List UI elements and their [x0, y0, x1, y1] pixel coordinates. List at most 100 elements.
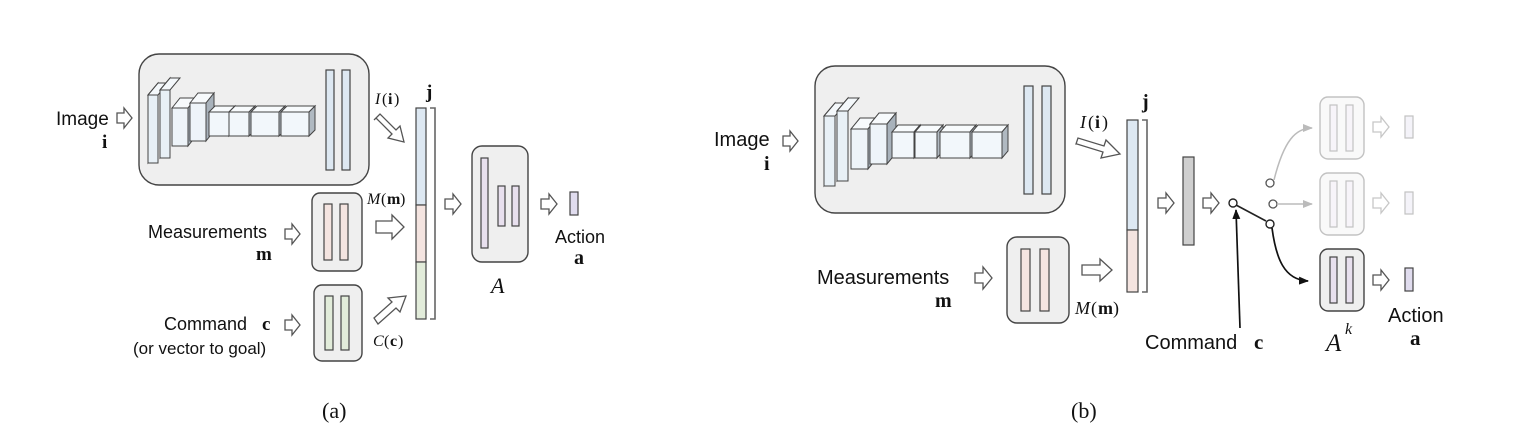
- action-output-symbol: a: [574, 247, 584, 269]
- conv-layer: [835, 96, 861, 183]
- active-branch-connector: [1271, 227, 1309, 285]
- image-feature-fn: I: [1079, 112, 1087, 132]
- shared-to-switch-arrow: [1202, 191, 1220, 215]
- fc-layer: [341, 69, 351, 171]
- panel-a: Image i: [56, 53, 605, 423]
- image-input-label: Image: [56, 109, 109, 130]
- command-input-arrow: [284, 313, 301, 337]
- measurements-module: [1006, 236, 1070, 324]
- conv-layer: [913, 123, 945, 160]
- command-input-symbol: c: [262, 314, 270, 335]
- action-output-vector: [569, 191, 579, 216]
- measurements-input-symbol: m: [935, 290, 952, 312]
- branch-layer: [1329, 104, 1338, 152]
- command-feature-arrow: [373, 295, 407, 325]
- conv-layer: [158, 76, 182, 160]
- command-arrow: [1232, 209, 1241, 329]
- branch-output-vector: [1404, 115, 1414, 139]
- command-input-label: Command: [164, 314, 247, 334]
- branch-output-vector: [1404, 267, 1414, 292]
- measurements-feature-arrow: [375, 213, 405, 241]
- command-feature-label: C ( c ): [373, 333, 403, 350]
- image-feature-arg: i: [1095, 112, 1100, 132]
- command-input-label: Command: [1145, 332, 1237, 354]
- inactive-branch: [1319, 96, 1414, 160]
- conv-layer: [146, 81, 170, 165]
- command-input-note: (or vector to goal): [133, 339, 266, 358]
- measurements-layer: [1039, 248, 1050, 312]
- image-feature-label: I ( i ): [1079, 112, 1108, 133]
- caption-a: (a): [322, 398, 346, 423]
- measurements-feature-fn: M: [1074, 298, 1091, 318]
- measurements-input-label: Measurements: [817, 267, 949, 289]
- branch-module: [1319, 248, 1365, 312]
- switch-blade: [1235, 204, 1267, 222]
- branch-output-arrow: [1372, 268, 1390, 292]
- measurements-layer: [323, 203, 333, 261]
- command-switch: [1228, 178, 1278, 229]
- image-feature-arrow: [1075, 137, 1122, 159]
- measurements-feature-arg: m: [387, 191, 401, 208]
- measurements-feature-open-paren: (: [1091, 298, 1097, 319]
- conv-layer: [938, 123, 978, 160]
- joint-measurement-segment: [1126, 229, 1139, 293]
- branch-layer: [1345, 104, 1354, 152]
- joint-to-shared-arrow: [1157, 191, 1175, 215]
- measurements-input-symbol: m: [256, 244, 272, 265]
- command-layer: [340, 295, 350, 351]
- command-feature-open-paren: (: [384, 333, 389, 350]
- joint-label: j: [425, 82, 432, 103]
- branch-output-arrow: [1372, 191, 1390, 215]
- command-module: [313, 284, 363, 362]
- image-feature-label: I ( i ): [374, 91, 399, 108]
- action-output-symbol: a: [1410, 326, 1421, 350]
- image-feature-arg: i: [388, 91, 393, 108]
- joint-label: j: [1141, 91, 1149, 113]
- inactive-branch: [1319, 172, 1414, 236]
- image-feature-close-paren: ): [1102, 112, 1108, 133]
- measurements-feature-close-paren: ): [400, 191, 405, 208]
- switch-contact-1: [1265, 178, 1275, 188]
- branch-layer: [1329, 180, 1338, 228]
- cnn-layers: [822, 96, 1010, 188]
- branch-layer: [1345, 180, 1354, 228]
- active-branch: [1319, 248, 1414, 312]
- joint-bracket: [430, 107, 436, 320]
- fc-layer: [1023, 85, 1034, 195]
- measurements-layer: [1020, 248, 1031, 312]
- image-feature-open-paren: (: [1088, 112, 1094, 133]
- joint-to-action-arrow: [444, 192, 462, 216]
- branch-module: [1319, 172, 1365, 236]
- switch-pivot: [1228, 198, 1238, 208]
- conv-layer: [279, 104, 317, 138]
- branch-output-vector: [1404, 191, 1414, 215]
- joint-image-segment: [1126, 119, 1139, 231]
- branch-module-symbol: A: [1324, 330, 1342, 357]
- measurements-feature-label: M ( m ): [1074, 298, 1119, 319]
- branch-connector: [1273, 124, 1313, 181]
- measurements-feature-close-paren: ): [1113, 298, 1119, 319]
- action-output-arrow: [540, 192, 558, 216]
- measurements-feature-label: M ( m ): [366, 191, 405, 208]
- measurements-input-arrow: [974, 265, 993, 291]
- joint-image-segment: [415, 107, 427, 206]
- command-feature-arg: c: [390, 333, 397, 350]
- branch-module: [1319, 96, 1365, 160]
- panel-b: Image i: [714, 65, 1444, 423]
- switch-contact-3: [1265, 219, 1275, 229]
- image-input-label: Image: [714, 129, 770, 151]
- joint-measurement-segment: [415, 204, 427, 263]
- action-output-label: Action: [555, 227, 605, 247]
- measurements-feature-open-paren: (: [381, 191, 386, 208]
- switch-contact-2: [1268, 199, 1278, 209]
- image-feature-open-paren: (: [382, 91, 387, 108]
- action-module-label: A: [489, 273, 505, 298]
- image-feature-fn: I: [374, 91, 381, 108]
- measurements-feature-arrow: [1081, 257, 1113, 283]
- action-layer: [480, 157, 489, 249]
- image-feature-close-paren: ): [394, 91, 399, 108]
- branch-module-superscript: k: [1345, 321, 1353, 338]
- cnn-layers: [146, 76, 317, 165]
- branch-layer: [1345, 256, 1354, 304]
